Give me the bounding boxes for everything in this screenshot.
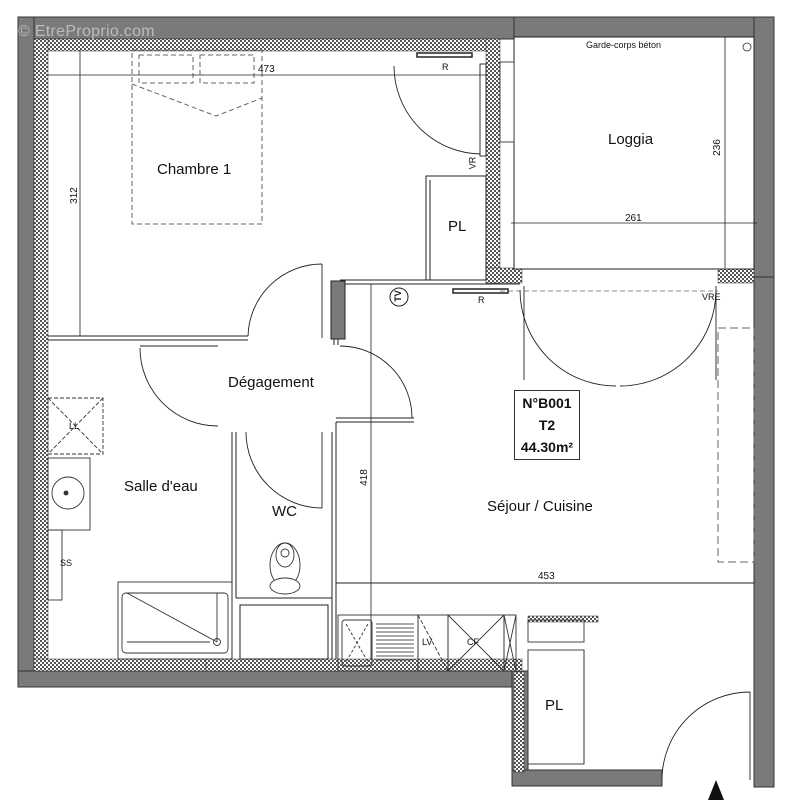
annotation-tv: TV <box>392 290 403 302</box>
annotation-radiator-mid: R <box>478 295 485 305</box>
loggia <box>499 36 757 270</box>
room-label-sejour: Séjour / Cuisine <box>487 498 593 515</box>
room-label-pl-top: PL <box>448 218 467 235</box>
watermark: © EtreProprio.com <box>18 23 155 40</box>
room-label-degagement: Dégagement <box>228 374 314 391</box>
room-label-wc: WC <box>272 503 297 520</box>
annotation-vre: VRE <box>702 292 721 302</box>
dimension-sejour-width: 453 <box>538 571 555 582</box>
annotation-garde-corps: Garde-corps béton <box>586 40 662 50</box>
unit-type: T2 <box>538 417 556 433</box>
unit-area: 44.30m² <box>520 439 574 455</box>
doors <box>139 63 751 781</box>
dimension-chambre-width: 473 <box>258 64 275 75</box>
entry-arrow-icon <box>708 780 724 800</box>
room-label-chambre: Chambre 1 <box>157 161 232 178</box>
dimension-loggia-height: 236 <box>711 139 723 156</box>
annotation-lv: LV <box>422 637 433 647</box>
dimension-loggia-width: 261 <box>625 213 642 224</box>
kitchen-units <box>337 614 585 765</box>
insulation-layer <box>33 38 755 773</box>
sejour-dashed-area <box>717 327 755 563</box>
bathroom-fixtures <box>47 397 233 660</box>
toilet <box>269 542 301 595</box>
room-label-salle-eau: Salle d'eau <box>124 478 198 495</box>
bed <box>131 49 263 225</box>
dimension-chambre-height: 312 <box>68 187 80 204</box>
unit-number: N°B001 <box>522 395 572 411</box>
unit-info-box: N°B001 T2 44.30m² <box>514 390 580 460</box>
annotation-ll: LL <box>69 421 80 431</box>
annotation-cf: CF <box>467 637 479 647</box>
dimension-lines <box>48 50 754 659</box>
annotation-ss: SS <box>60 558 73 568</box>
tv-socket-icon <box>389 287 409 307</box>
room-label-pl-bottom: PL <box>545 697 564 714</box>
dimension-sejour-height: 418 <box>358 469 370 486</box>
annotation-radiator-top: R <box>442 62 449 72</box>
annotation-vr: VR <box>467 156 478 170</box>
room-label-loggia: Loggia <box>608 131 654 148</box>
